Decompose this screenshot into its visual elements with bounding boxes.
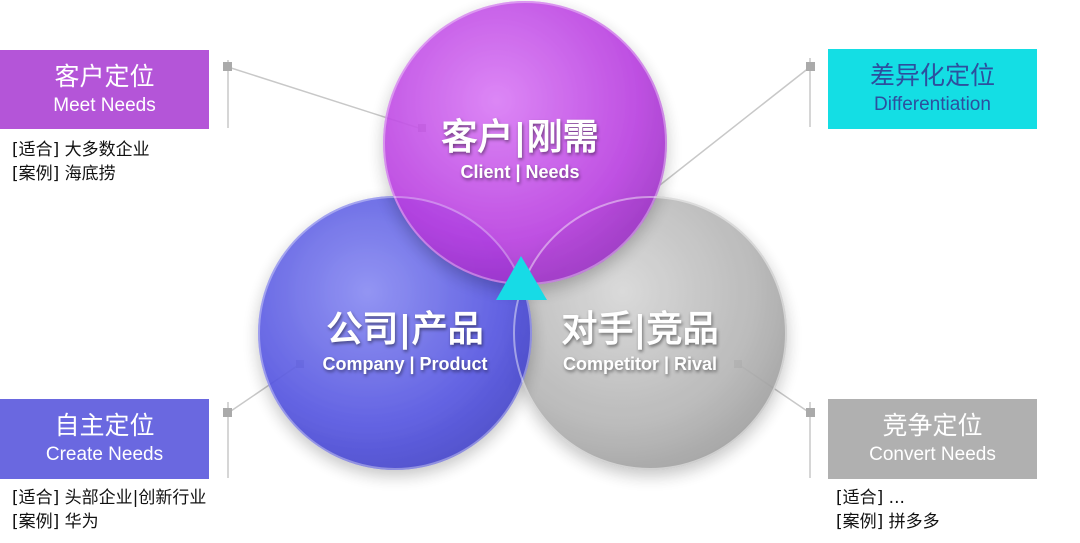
circle-competitor-title: 对手|竞品 Competitor | Rival — [525, 308, 755, 376]
client-title-en: Client | Needs — [460, 162, 580, 182]
meet-needs-zh: 客户定位 — [54, 61, 155, 91]
client-title-zh: 客户|刚需 — [441, 117, 599, 158]
convert-needs-zh: 竞争定位 — [882, 411, 983, 440]
convert-note-line1: [适合] ... — [836, 488, 905, 508]
meet-note-line1: [适合] 大多数企业 — [12, 140, 150, 160]
create-note-line2: [案例] 华为 — [12, 512, 99, 532]
competitor-title-en: Competitor | Rival — [562, 354, 718, 374]
differentiation-zh: 差异化定位 — [869, 61, 995, 90]
convert-needs-en: Convert Needs — [869, 444, 996, 465]
convert-needs-note: [适合] ... [案例] 拼多多 — [836, 486, 940, 534]
meet-needs-box: 客户定位 Meet Needs — [0, 50, 209, 129]
meet-needs-note: [适合] 大多数企业 [案例] 海底捞 — [12, 138, 150, 186]
differentiation-en: Differentiation — [874, 94, 991, 115]
circle-client-title: 客户|刚需 Client | Needs — [400, 116, 640, 184]
connector-dot — [223, 408, 232, 417]
create-note-line1: [适合] 头部企业|创新行业 — [12, 488, 207, 508]
convert-note-line2: [案例] 拼多多 — [836, 512, 940, 532]
convert-needs-box: 竞争定位 Convert Needs — [828, 399, 1037, 479]
meet-note-line2: [案例] 海底捞 — [12, 164, 116, 184]
create-needs-note: [适合] 头部企业|创新行业 [案例] 华为 — [12, 486, 206, 534]
circle-company-title: 公司|产品 Company | Product — [290, 308, 520, 376]
connector-dot — [223, 62, 232, 71]
create-needs-zh: 自主定位 — [54, 411, 155, 440]
connector-diff-arm — [659, 66, 811, 186]
meet-needs-en: Meet Needs — [53, 94, 156, 116]
competitor-title-zh: 对手|竞品 — [561, 309, 719, 350]
connector-dot — [806, 62, 815, 71]
company-title-zh: 公司|产品 — [326, 309, 484, 350]
circle-client — [383, 1, 667, 285]
company-title-en: Company | Product — [322, 354, 488, 374]
center-triangle — [496, 256, 547, 300]
create-needs-box: 自主定位 Create Needs — [0, 399, 209, 479]
connector-dot — [806, 408, 815, 417]
differentiation-box: 差异化定位 Differentiation — [828, 49, 1037, 129]
create-needs-en: Create Needs — [45, 444, 164, 465]
